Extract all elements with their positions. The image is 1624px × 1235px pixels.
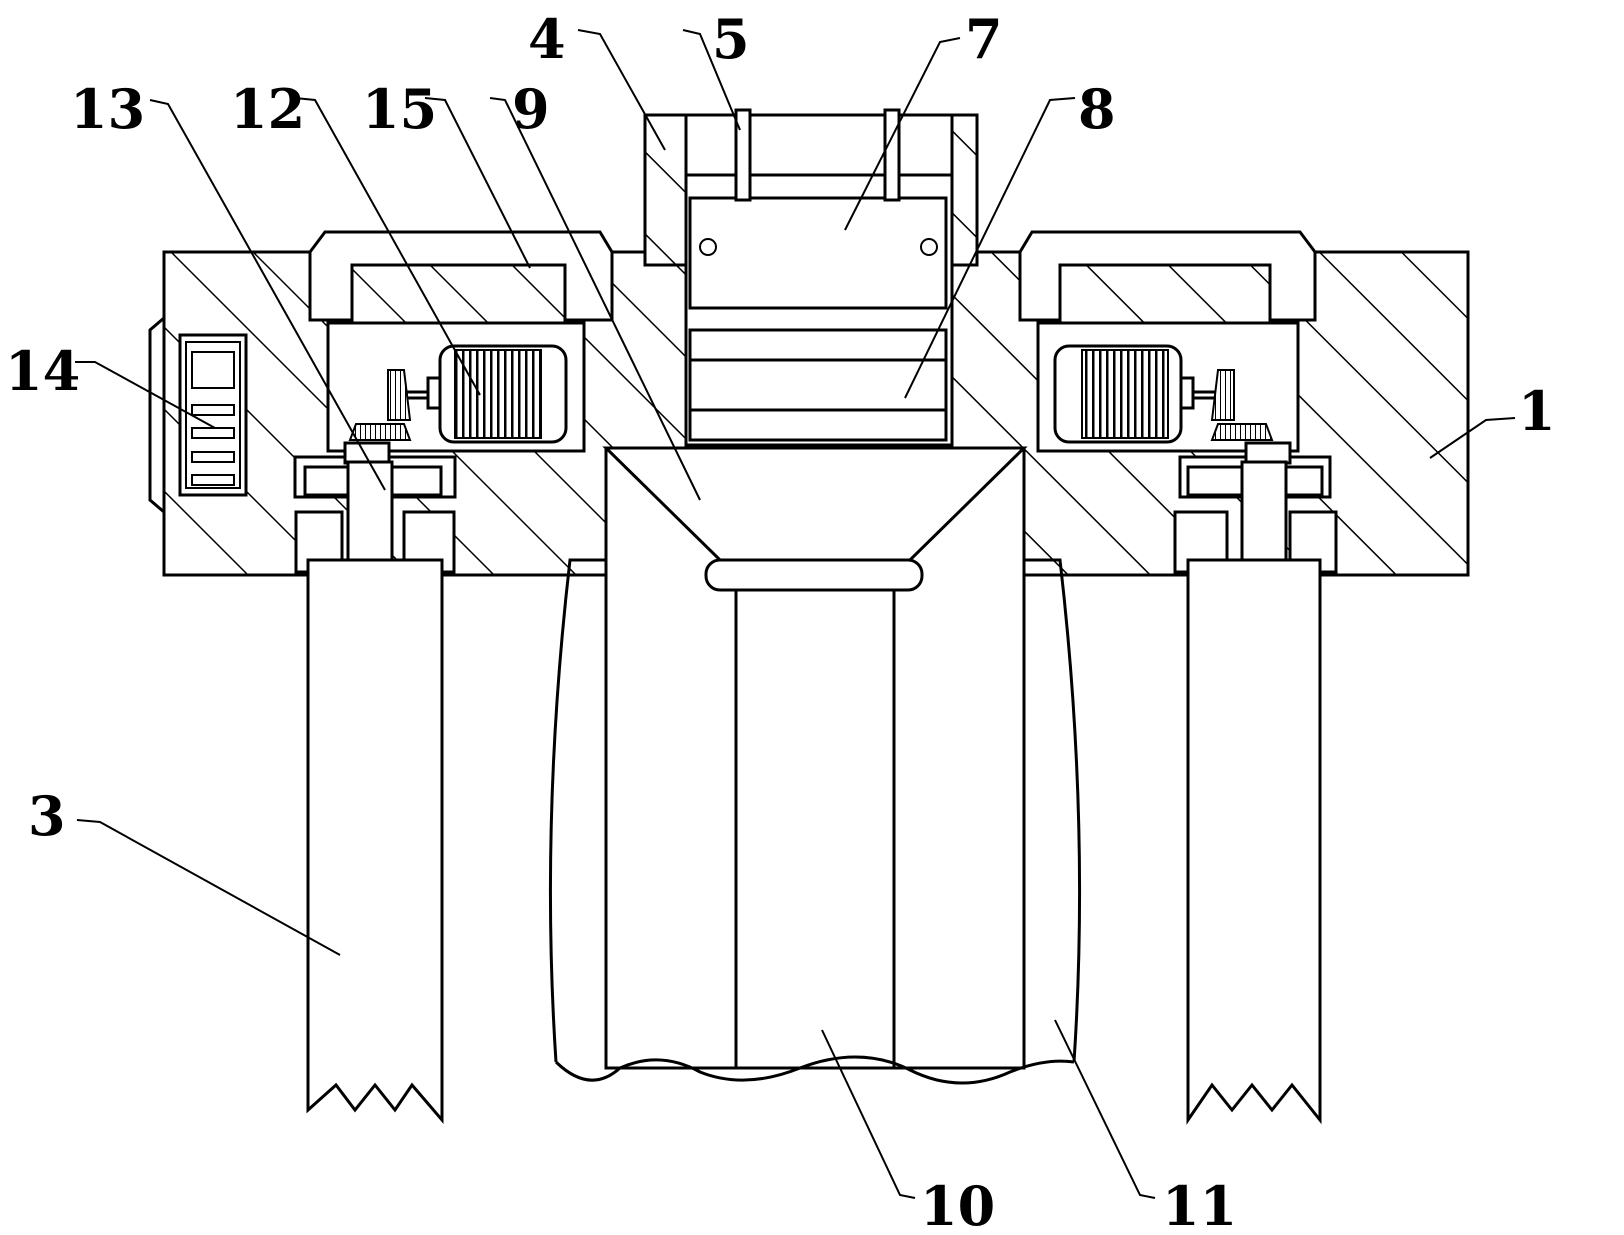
label-13: 13 bbox=[70, 77, 145, 141]
left-leg bbox=[306, 558, 444, 1125]
part-7-block bbox=[688, 196, 948, 310]
right-bevel-gear-horizontal bbox=[1210, 423, 1274, 441]
part-5-rod bbox=[734, 108, 752, 202]
right-leg bbox=[1186, 558, 1322, 1125]
label-10: 10 bbox=[920, 1174, 995, 1235]
top-channels bbox=[308, 230, 1317, 322]
label-3: 3 bbox=[28, 784, 66, 848]
central-chamber bbox=[684, 108, 954, 447]
left-bevel-gear-vertical bbox=[387, 369, 412, 421]
label-9: 9 bbox=[512, 77, 550, 141]
label-8: 8 bbox=[1078, 77, 1116, 141]
leader-lines bbox=[75, 29, 1516, 1199]
label-5: 5 bbox=[712, 7, 750, 71]
left-bevel-gear-horizontal bbox=[348, 423, 412, 441]
label-11: 11 bbox=[1162, 1174, 1237, 1235]
break-line bbox=[554, 1055, 1075, 1085]
label-4: 4 bbox=[528, 7, 566, 71]
central-column bbox=[602, 446, 1028, 1070]
label-14: 14 bbox=[5, 339, 80, 403]
outer-sleeve bbox=[548, 558, 1082, 1063]
left-motor-chamber bbox=[326, 321, 586, 453]
label-12: 12 bbox=[230, 77, 305, 141]
left-bearing-seat bbox=[293, 441, 457, 574]
label-15: 15 bbox=[362, 77, 437, 141]
label-7: 7 bbox=[965, 7, 1003, 71]
label-1: 1 bbox=[1518, 379, 1556, 443]
control-box bbox=[148, 314, 248, 516]
right-motor-chamber bbox=[1036, 321, 1300, 453]
right-bevel-gear-vertical bbox=[1210, 369, 1235, 421]
part-labels: 1 3 4 5 7 8 9 10 11 12 13 14 15 bbox=[5, 7, 1556, 1235]
